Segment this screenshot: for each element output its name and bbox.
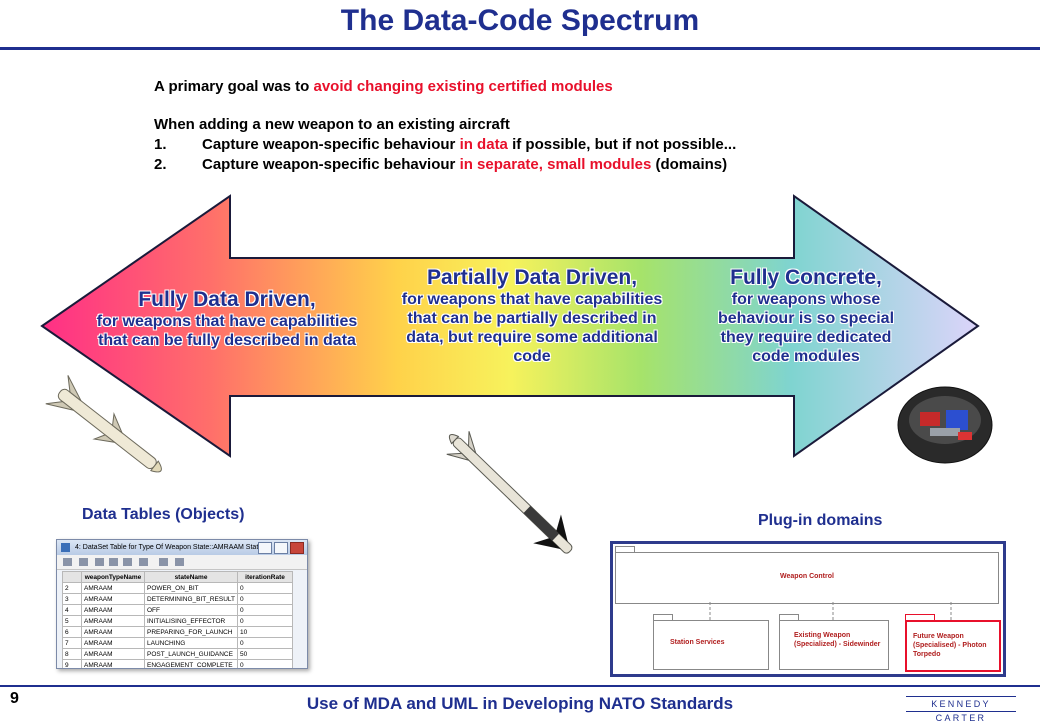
table-cell: 0 [237,593,294,605]
data-highlight: in data [459,136,508,153]
plugin-domains-label: Plug-in domains [758,512,883,529]
table-cell: AMRAAM [81,604,145,616]
intro-text: A primary goal was to avoid changing exi… [154,77,736,175]
list-number: 1. [154,136,167,153]
goal-highlight: avoid changing existing certified module… [313,78,613,95]
table-cell: 2 [62,582,82,594]
table-cell: AMRAAM [81,637,145,649]
window-titlebar[interactable]: 4: DataSet Table for Type Of Weapon Stat… [57,540,307,555]
torpedo-icon [897,386,993,464]
table-cell: 6 [62,626,82,638]
missile-icon [446,431,573,554]
table-cell: 0 [237,604,294,616]
table-cell: 0 [237,659,294,668]
table-cell: AMRAAM [81,659,145,668]
page-number: 9 [10,690,19,707]
table-cell: OFF [143,604,239,616]
table-cell: 10 [237,626,294,638]
minimize-button[interactable] [258,542,272,554]
modules-highlight: in separate, small modules [459,156,652,173]
column-header[interactable]: weaponTypeName [81,571,145,583]
table-cell: 0 [237,637,294,649]
window-toolbar [57,555,307,570]
table-cell: 7 [62,637,82,649]
column-header[interactable] [62,571,82,583]
table-cell: 0 [237,615,294,627]
footer-text: Use of MDA and UML in Developing NATO St… [306,694,734,713]
table-cell: DETERMINING_BIT_RESULT [143,593,239,605]
table-cell: AMRAAM [81,648,145,660]
table-cell: POWER_ON_BIT [143,582,239,594]
fully-data-driven-label: Fully Data Driven, for weapons that have… [96,288,358,349]
table-cell: 9 [62,659,82,668]
weapon-control-domain: Weapon Control [615,552,999,604]
close-button[interactable] [290,542,304,554]
window-icon [61,543,70,552]
table-cell: LAUNCHING [143,637,239,649]
missile-icon [45,375,162,473]
dependency-lines [709,602,952,620]
dataset-table-window[interactable]: 4: DataSet Table for Type Of Weapon Stat… [56,539,308,669]
paste-icon[interactable] [123,558,132,566]
plugin-domains-diagram: Weapon Control Station Services Existing… [610,541,1006,677]
table-cell: AMRAAM [81,626,145,638]
list-number: 2. [154,156,167,173]
edit-icon[interactable] [63,558,72,566]
data-tables-label: Data Tables (Objects) [82,506,245,523]
table-cell: AMRAAM [81,593,145,605]
goal-line: A primary goal was to avoid changing exi… [154,77,736,97]
table-cell: 50 [237,648,294,660]
table-cell: 5 [62,615,82,627]
copy-icon[interactable] [109,558,118,566]
footer-rule [0,685,1040,687]
table-cell: AMRAAM [81,615,145,627]
column-header[interactable]: stateName [143,571,239,583]
adding-weapon-line: When adding a new weapon to an existing … [154,116,510,133]
future-weapon-domain: Future Weapon (Specialised) - Photon Tor… [905,620,1001,672]
table-cell: 3 [62,593,82,605]
table-cell: ENGAGEMENT_COMPLETE [143,659,239,668]
arrow-shape [40,194,980,458]
company-logo: KENNEDY CARTER [906,696,1016,723]
table-cell: 0 [237,582,294,594]
column-header[interactable]: iterationRate [237,571,294,583]
window-controls [256,542,304,557]
table-cell: 4 [62,604,82,616]
next-icon[interactable] [159,558,168,566]
delete-icon[interactable] [175,558,184,566]
list-item-2: 2.Capture weapon-specific behaviour in s… [154,156,728,173]
title-rule [0,47,1040,50]
maximize-button[interactable] [274,542,288,554]
slide-title: The Data-Code Spectrum [340,4,700,37]
existing-weapon-domain: Existing Weapon (Specialized) - Sidewind… [779,620,889,670]
print-icon[interactable] [79,558,88,566]
table-cell: PREPARING_FOR_LAUNCH [143,626,239,638]
partially-data-driven-label: Partially Data Driven, for weapons that … [401,266,663,365]
table-cell: POST_LAUNCH_GUIDANCE [143,648,239,660]
table-cell: INITIALISING_EFFECTOR [143,615,239,627]
table-cell: AMRAAM [81,582,145,594]
table-cell: 8 [62,648,82,660]
fully-concrete-label: Fully Concrete, for weapons whose behavi… [717,266,895,365]
list-item-1: 1.Capture weapon-specific behaviour in d… [154,136,737,153]
cut-icon[interactable] [95,558,104,566]
station-services-domain: Station Services [653,620,769,670]
undo-icon[interactable] [139,558,148,566]
goal-text: A primary goal was to [154,78,314,95]
